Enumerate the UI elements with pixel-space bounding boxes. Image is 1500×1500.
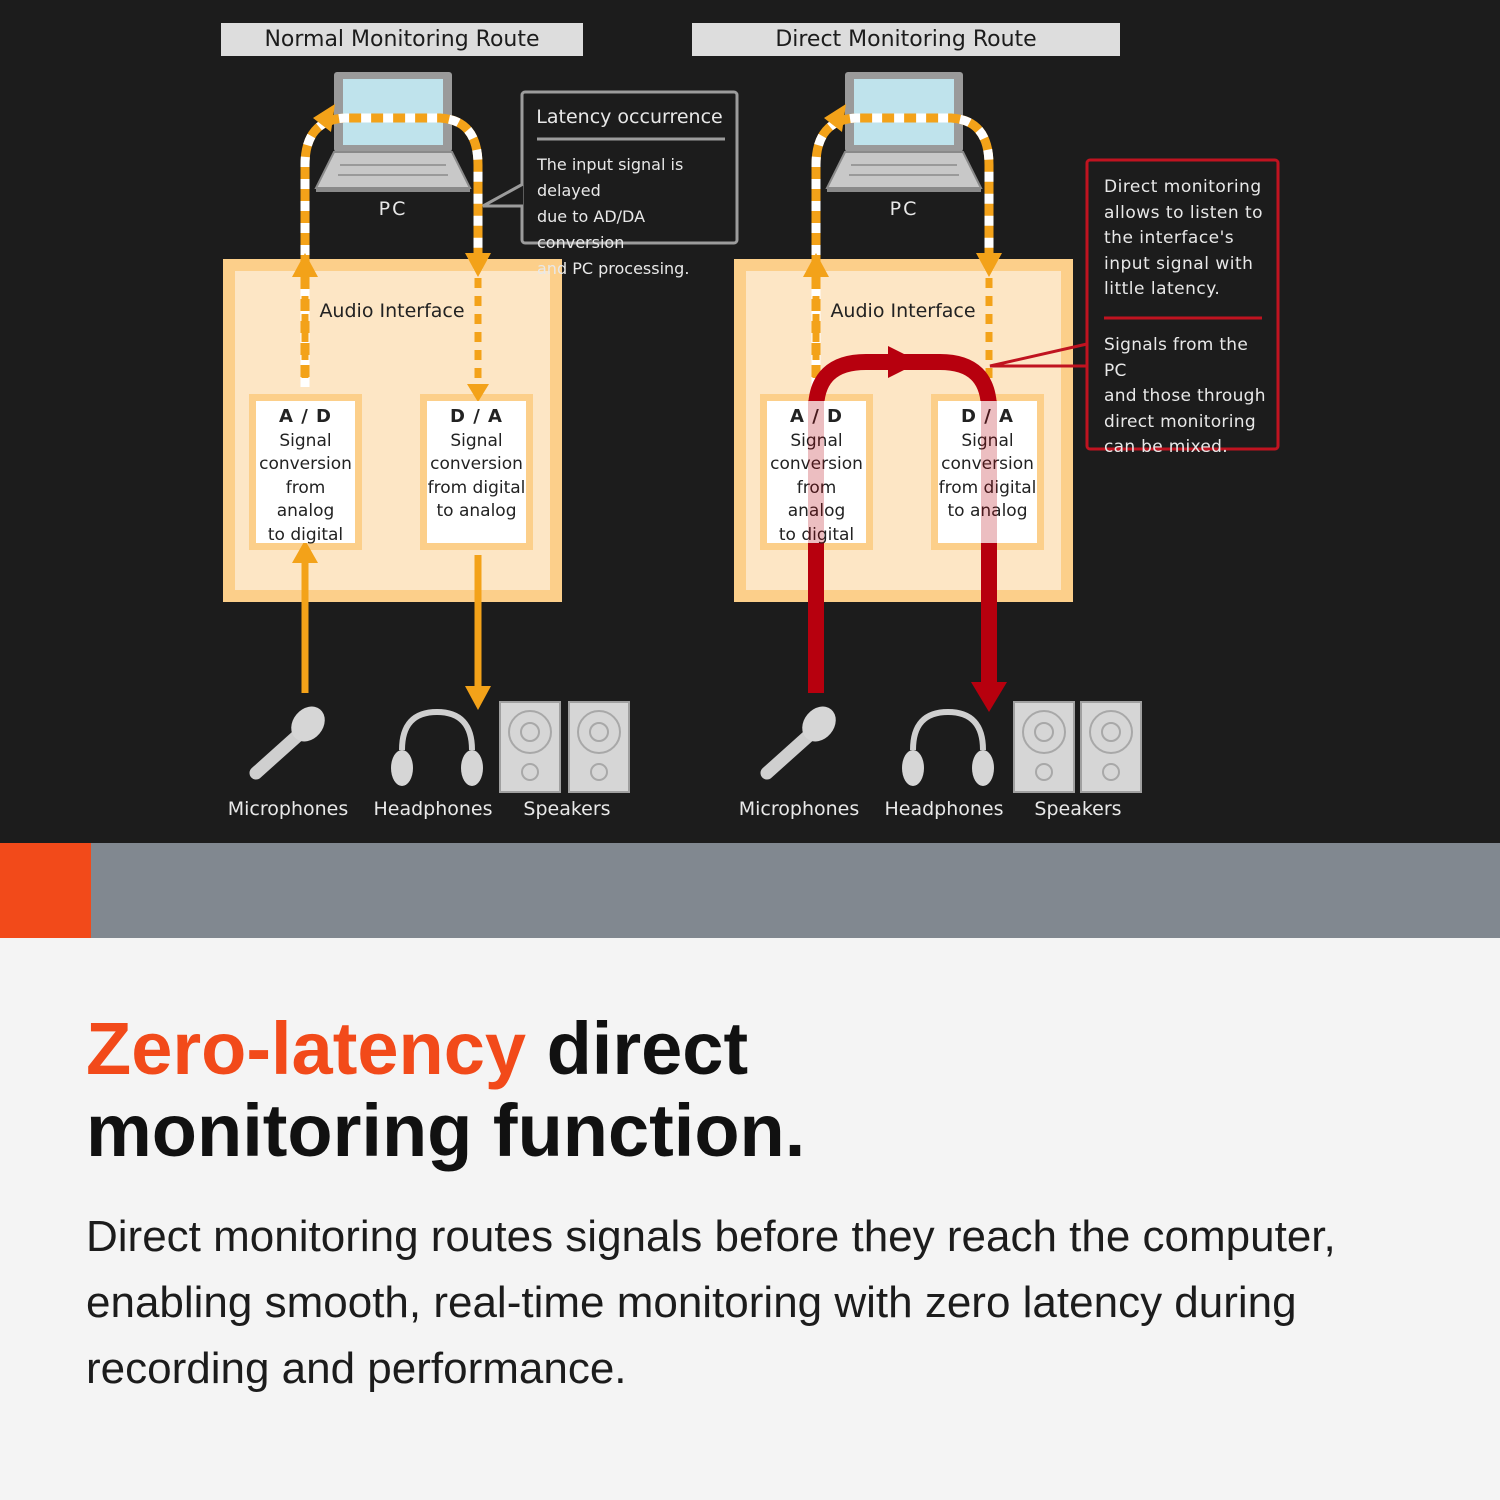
- normal-speakers-label: Speakers: [523, 798, 611, 820]
- diagram-area: Normal Monitoring Route Direct Monitorin…: [0, 0, 1500, 843]
- normal-speakers-icon: [499, 701, 630, 793]
- direct-microphones-label: Microphones: [738, 798, 860, 820]
- converter-heading: D / A: [961, 406, 1014, 427]
- direct-speakers-label: Speakers: [1034, 798, 1122, 820]
- converter-heading: A / D: [790, 406, 843, 427]
- divider-band: [0, 843, 1500, 938]
- headline-accent: Zero-latency: [86, 1007, 527, 1090]
- latency-callout-text: The input signal is delayed due to AD/DA…: [537, 155, 690, 278]
- direct-callout-box: [1085, 158, 1280, 451]
- direct-interface-label: Audio Interface: [830, 300, 976, 322]
- direct-ad-converter: A / D Signal conversion from analog to d…: [767, 401, 866, 545]
- latency-callout-title: Latency occurrence: [536, 106, 723, 128]
- direct-signal-path: [811, 113, 994, 388]
- divider-accent: [0, 843, 91, 938]
- normal-headphones-label: Headphones: [373, 798, 493, 820]
- normal-da-converter: D / A Signal conversion from digital to …: [427, 401, 526, 543]
- direct-callout-part2: Signals from the PC and those through di…: [1104, 335, 1266, 458]
- headline-line2: monitoring function.: [86, 1089, 806, 1172]
- direct-headphones-label: Headphones: [884, 798, 1004, 820]
- direct-pc-label: PC: [889, 198, 919, 220]
- latency-callout-box: [520, 90, 739, 245]
- converter-heading: A / D: [279, 406, 332, 427]
- direct-microphone-icon: [760, 706, 836, 780]
- normal-signal-path: [300, 113, 483, 388]
- direct-monitoring-path: [808, 346, 1007, 712]
- body-text: Direct monitoring routes signals before …: [86, 1212, 1336, 1393]
- converter-heading: D / A: [450, 406, 503, 427]
- headline-rest: direct: [526, 1007, 749, 1090]
- direct-speakers-icon: [1013, 701, 1142, 793]
- normal-headphones-icon: [391, 708, 483, 786]
- normal-ad-converter: A / D Signal conversion from analog to d…: [256, 401, 355, 545]
- diagram-graphics: [223, 72, 1280, 793]
- normal-interface-label: Audio Interface: [319, 300, 465, 322]
- direct-headphones-icon: [902, 708, 994, 786]
- normal-pc-label: PC: [378, 198, 408, 220]
- headline: Zero-latency direct monitoring function.: [86, 1008, 805, 1172]
- normal-microphones-label: Microphones: [227, 798, 349, 820]
- direct-da-converter: D / A Signal conversion from digital to …: [938, 401, 1037, 543]
- direct-route-title: Direct Monitoring Route: [692, 23, 1120, 56]
- normal-microphone-icon: [249, 706, 325, 780]
- direct-pc-laptop-icon: [825, 72, 983, 192]
- normal-route-title: Normal Monitoring Route: [221, 23, 583, 56]
- normal-pc-laptop-icon: [314, 72, 472, 192]
- direct-callout-part1: Direct monitoring allows to listen to th…: [1104, 177, 1264, 300]
